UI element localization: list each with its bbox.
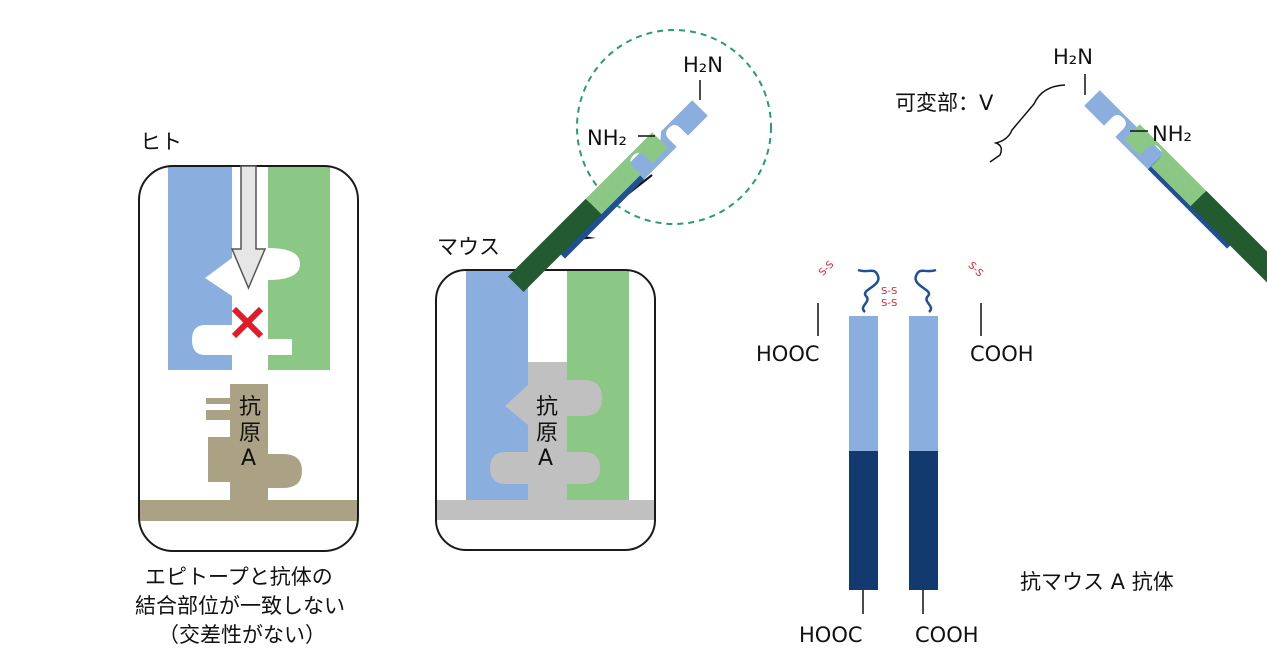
variable-region-label: 可変部：V [895,91,994,115]
down-arrow-icon [230,165,267,290]
hinge-region-left [857,268,880,313]
hinge-ss-bond-2: S-S [881,298,897,309]
human-light-chain [268,166,330,370]
left-arm-c-terminus: HOOC [756,342,820,366]
stem-left-c-terminus: HOOC [799,623,863,647]
human-antigen-label-3: A [241,446,256,471]
human-heavy-chain [168,166,232,370]
human-panel-title: ヒト [140,130,182,154]
left-arm-inner-terminus: NH₂ [587,126,627,150]
binding-site-highlight-circle [576,29,772,225]
human-antigen [206,365,302,500]
mouse-panel-title: マウス [437,235,500,259]
stem-right-c-terminus: COOH [915,623,979,647]
variable-region-brace [989,84,1066,163]
left-arm-top-terminus: H₂N [683,53,723,77]
right-arm-inner-terminus: NH₂ [1152,122,1192,146]
human-panel: 抗 原 A [138,165,359,552]
mouse-antigen [490,362,602,500]
human-caption-line-3: （交差性がない） [158,623,326,647]
mouse-antigen-base [436,500,655,520]
mouse-antigen-label-2: 原 [536,421,558,446]
mouse-antigen-label-1: 抗 [536,395,558,420]
human-caption-line-2: 結合部位が一致しない [135,594,345,618]
right-arm-ss-bond: S-S [966,260,985,279]
leader-lines [638,74,1148,614]
right-arm-c-terminus: COOH [970,342,1034,366]
stem-heavy-chain-left [849,316,878,590]
right-arm-light-chain [1124,124,1267,285]
left-arm-light-chain [507,132,668,293]
right-arm-top-terminus: H₂N [1053,45,1093,69]
human-antigen-label-1: 抗 [239,395,261,420]
human-caption-line-1: エピトープと抗体の [145,565,333,589]
human-antigen-base [139,500,358,521]
antibody-label: 抗マウス A 抗体 [1020,570,1174,594]
mouse-panel: 抗 原 A [435,269,656,551]
human-antigen-label-2: 原 [239,421,261,446]
no-binding-cross-icon [231,306,264,339]
stem-heavy-chain-right [909,316,938,590]
hinge-region-right [914,268,937,313]
left-arm-ss-bond: S-S [817,259,836,278]
mouse-antigen-label-3: A [538,446,553,471]
hinge-ss-bond-1: S-S [881,286,897,297]
